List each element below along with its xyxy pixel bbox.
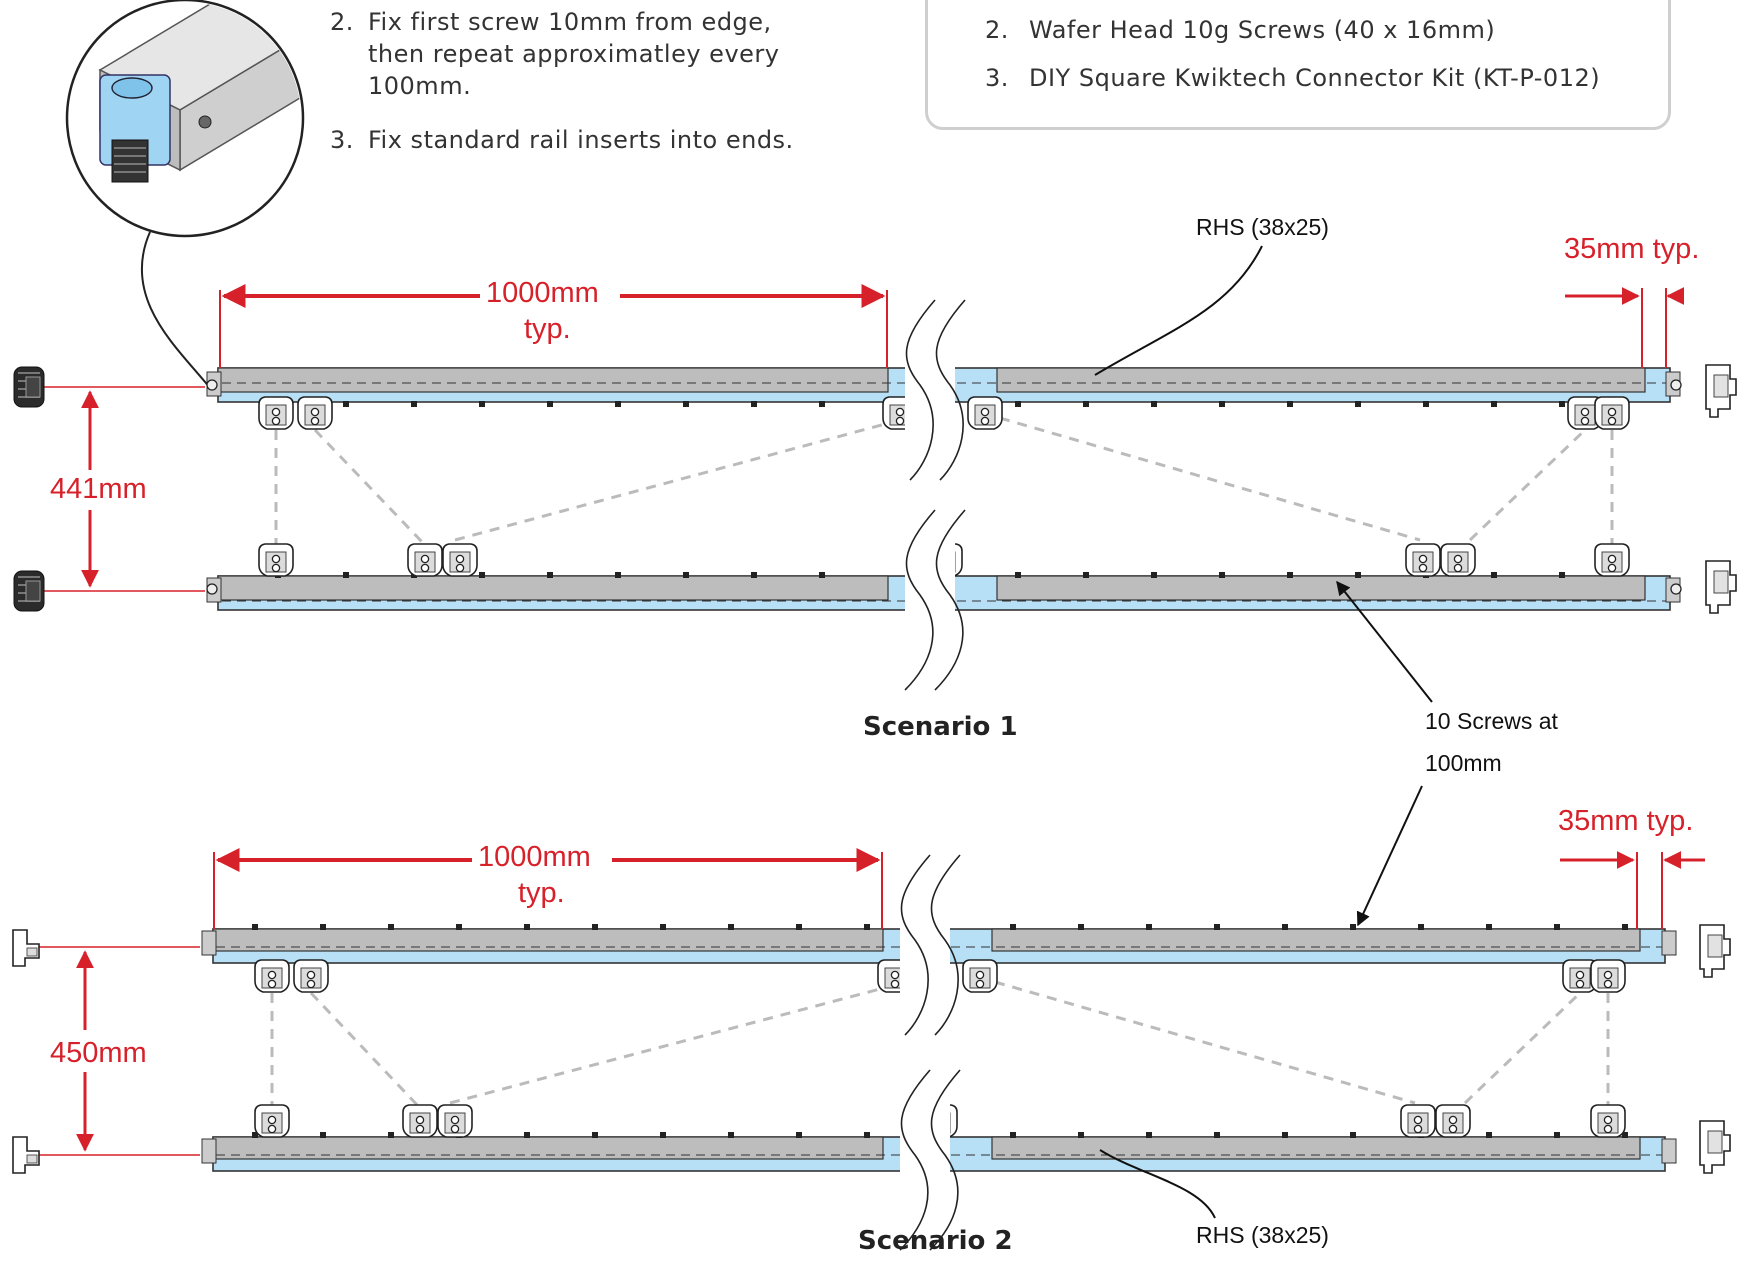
step-line: Fix standard rail inserts into ends. (368, 126, 794, 154)
rail-spacing-label-2: 450mm (46, 1036, 151, 1070)
screws-label: 10 Screws at (1425, 708, 1558, 734)
scenario-2-caption: Scenario 2 (858, 1226, 1013, 1256)
instruction-step-3: 3. Fix standard rail inserts into ends. (330, 124, 850, 158)
component-item-3: 3. DIY Square Kwiktech Connector Kit (KT… (985, 62, 1625, 96)
span-dimension-typ-1: typ. (520, 312, 575, 346)
step-line: then repeat approximatley every (368, 40, 780, 68)
scenario-2-drawing (12, 785, 1731, 1255)
step-line: Fix first screw 10mm from edge, (368, 8, 772, 36)
end-dimension-label-2: 35mm typ. (1554, 804, 1698, 838)
step-number: 2. (330, 8, 354, 36)
span-dimension-typ-2: typ. (514, 876, 569, 910)
end-dimension-label-1: 35mm typ. (1560, 232, 1704, 266)
components-list-box (925, 0, 1671, 130)
screws-label-spacing: 100mm (1425, 750, 1502, 776)
detail-callout (65, 0, 305, 389)
step-number: 3. (330, 126, 354, 154)
step-line: 100mm. (368, 72, 472, 100)
brace-lines (274, 416, 1614, 547)
span-dimension-label-2: 1000mm (474, 840, 595, 874)
rhs-label-2: RHS (38x25) (1196, 1222, 1329, 1248)
instruction-step-2: 2. Fix first screw 10mm from edge, then … (330, 6, 850, 106)
span-dimension-label-1: 1000mm (482, 276, 603, 310)
component-item-2: 2. Wafer Head 10g Screws (40 x 16mm) (985, 14, 1625, 48)
scenario-1-caption: Scenario 1 (863, 712, 1018, 742)
item-text: Wafer Head 10g Screws (40 x 16mm) (1029, 16, 1496, 44)
item-number: 3. (985, 64, 1009, 92)
rhs-label-1: RHS (38x25) (1196, 214, 1329, 240)
rail-spacing-label-1: 441mm (46, 472, 151, 506)
item-number: 2. (985, 16, 1009, 44)
item-text: DIY Square Kwiktech Connector Kit (KT-P-… (1029, 64, 1601, 92)
scenario-1-drawing (13, 245, 1737, 703)
